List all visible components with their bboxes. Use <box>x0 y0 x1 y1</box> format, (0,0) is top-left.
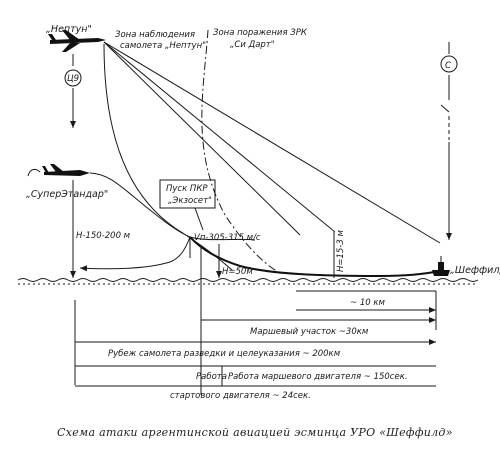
neptune-aircraft-icon <box>48 30 106 52</box>
aircraft-return-path <box>79 236 191 272</box>
marsh-section-label: Маршевый участок ~30км <box>250 327 369 337</box>
marker-left-label: Ц9 <box>67 74 79 84</box>
launch-point-box <box>159 179 216 209</box>
recon-line-label: Рубеж самолета разведки и целеуказания ~… <box>108 349 341 359</box>
observation-zone-label-2: самолета „Нептун" <box>120 41 206 51</box>
missile-speed-label: Vп-305-315 м/с <box>194 233 261 243</box>
sam-zone-boundary <box>201 29 279 273</box>
dist-10km-label: ~ 10 км <box>350 298 385 308</box>
sam-zone-label-1: Зона поражения ЗРК <box>213 28 308 38</box>
neptune-sightline-3 <box>103 41 301 236</box>
neptune-sightline-1 <box>103 41 441 244</box>
missile-trajectory <box>189 236 441 278</box>
super-etendard-aircraft-icon <box>27 164 90 177</box>
super-etendard-label: „СуперЭтандар" <box>26 189 108 200</box>
launch-label-2: „Экзосет" <box>168 196 212 206</box>
marker-right-label: С <box>445 61 451 71</box>
aircraft-flight-path <box>89 172 256 241</box>
marker-right-circle: С <box>440 42 458 240</box>
work-short-label: Работа <box>196 372 227 382</box>
neptune-sightline-2 <box>103 41 336 233</box>
sheffield-ship-icon <box>432 256 450 276</box>
observation-zone-label-1: Зона наблюдения <box>115 30 195 40</box>
sam-zone-label-2: „Си Дарт" <box>230 40 275 50</box>
launch-label-1: Пуск ПКР <box>166 184 208 194</box>
altitude-15-label: Н=15-3 м <box>336 229 346 272</box>
sea-surface <box>17 278 479 285</box>
start-engine-label: стартового двигателя ~ 24сек. <box>170 391 311 401</box>
altitude-50-label: Н=50м <box>222 267 253 277</box>
launch-pointer <box>194 207 204 231</box>
neptune-label: „Нептун" <box>46 24 92 35</box>
sheffield-label: „Шеффилд" <box>450 265 500 276</box>
altitude-150-label: Н-150-200 м <box>76 231 131 241</box>
figure-caption: Схема атаки аргентинской авиацией эсминц… <box>57 426 453 439</box>
work-marsh-label: Работа маршевого двигателя ~ 150сек. <box>228 372 408 382</box>
marker-left-circle: Ц9 <box>64 54 82 128</box>
